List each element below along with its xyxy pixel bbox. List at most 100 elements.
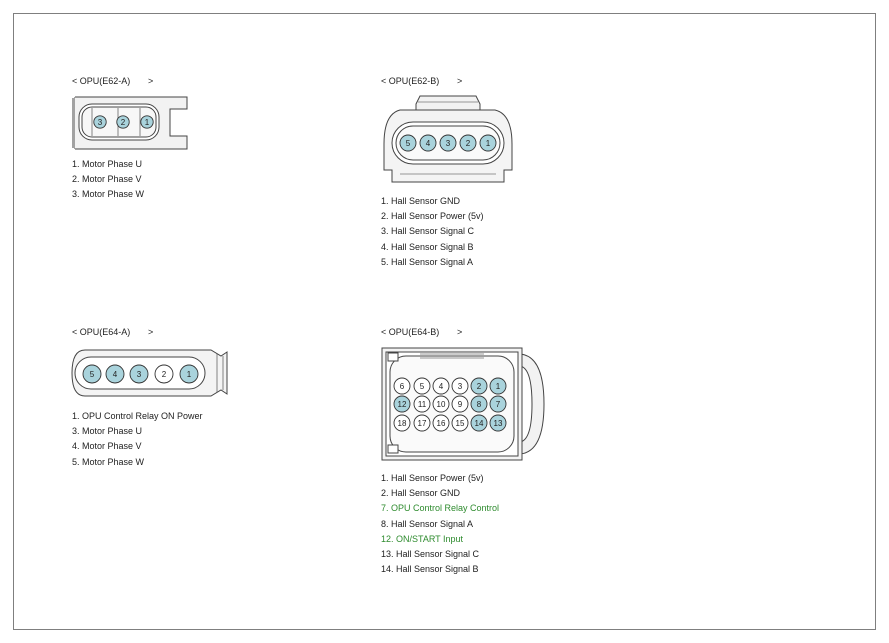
connector-pin xyxy=(439,134,457,152)
pin-number: 17 xyxy=(418,419,427,428)
pin-number: 9 xyxy=(458,400,463,409)
pin-description: 2. Motor Phase V xyxy=(72,174,142,185)
title-arrow: > xyxy=(457,327,463,337)
pin-description: 3. Hall Sensor Signal C xyxy=(381,226,475,237)
pin-description-list-e62a: 1. Motor Phase U 2. Motor Phase V 3. Motor… xyxy=(72,157,144,203)
pin-description: 2. Hall Sensor Power (5v) xyxy=(381,211,484,222)
pin-number: 1 xyxy=(145,118,150,127)
pin-description: 4. Motor Phase V xyxy=(72,441,142,452)
pin-number: 3 xyxy=(446,139,451,148)
connector-title-text: < OPU(E62-B) xyxy=(381,76,440,86)
connector-pin xyxy=(451,395,469,413)
pin-description: 14. Hall Sensor Signal B xyxy=(381,564,479,575)
pin-number: 12 xyxy=(398,400,407,409)
connector-e64a-drawing: 5 4 3 2 1 xyxy=(71,349,228,397)
pin-description: 1. OPU Control Relay ON Power xyxy=(72,411,203,421)
connector-pin xyxy=(489,395,507,413)
pin-number: 13 xyxy=(494,419,503,428)
connector-pin xyxy=(399,134,417,152)
connector-pin xyxy=(393,395,411,413)
connector-title-text: < OPU(E64-A) xyxy=(72,327,131,337)
pin-number: 8 xyxy=(477,400,482,409)
connector-pin xyxy=(413,377,431,395)
pin-number: 3 xyxy=(98,118,103,127)
connector-e64b-drawing: 6 5 4 3 2 1 12 11 10 9 8 7 18 17 16 15 14 13 xyxy=(381,347,545,461)
connector-pin xyxy=(459,134,477,152)
connector-pin xyxy=(129,364,149,384)
connector-pin xyxy=(393,414,411,432)
title-arrow: > xyxy=(148,327,154,337)
pin-number: 4 xyxy=(113,370,118,379)
connector-e62a-drawing: 3 2 1 xyxy=(72,96,188,150)
pin-number: 16 xyxy=(437,419,446,428)
pin-description: 3. Motor Phase W xyxy=(72,189,145,200)
pin-number: 2 xyxy=(121,118,126,127)
pin-number: 7 xyxy=(496,400,501,409)
pin-description: 5. Hall Sensor Signal A xyxy=(381,256,474,267)
pin-number: 5 xyxy=(406,139,411,148)
pin-description: 7. OPU Control Relay Control xyxy=(381,503,500,514)
connector-title-e62b: < OPU(E62-B) > xyxy=(381,76,462,86)
pin-number: 6 xyxy=(400,382,405,391)
pin-description: 5. Motor Phase W xyxy=(72,456,145,467)
connector-pin xyxy=(451,377,469,395)
pin-description: 13. Hall Sensor Signal C xyxy=(381,549,480,560)
diagram-frame xyxy=(13,13,876,630)
pin-number: 3 xyxy=(137,370,142,379)
pin-number: 4 xyxy=(439,382,444,391)
pin-description: 12. ON/START Input xyxy=(381,533,464,544)
pin-number: 14 xyxy=(475,419,484,428)
connector-pin xyxy=(479,134,497,152)
connector-pin xyxy=(489,414,507,432)
pin-description-list-e64a: 1. OPU Control Relay ON Power 3. Motor Ph… xyxy=(72,409,203,470)
pin-number: 18 xyxy=(398,419,407,428)
pin-number: 2 xyxy=(162,370,167,379)
pin-number: 1 xyxy=(496,382,501,391)
connector-pin xyxy=(140,115,154,129)
pin-number: 10 xyxy=(437,400,446,409)
connector-pin xyxy=(489,377,507,395)
connector-pin xyxy=(451,414,469,432)
pin-description-list-e64b: 1. Hall Sensor Power (5v) 2. Hall Sensor … xyxy=(381,471,499,577)
pin-description: 3. Motor Phase U xyxy=(72,426,143,437)
connector-pin xyxy=(432,414,450,432)
connector-pin xyxy=(393,377,411,395)
pin-description: 1. Hall Sensor GND xyxy=(381,196,461,206)
pin-number: 2 xyxy=(466,139,471,148)
connector-pin xyxy=(470,414,488,432)
connector-title-e64a: < OPU(E64-A) > xyxy=(72,327,153,337)
connector-title-text: < OPU(E62-A) xyxy=(72,76,131,86)
connector-pin xyxy=(116,115,130,129)
pin-number: 15 xyxy=(456,419,465,428)
pin-number: 3 xyxy=(458,382,463,391)
pin-description: 4. Hall Sensor Signal B xyxy=(381,241,474,252)
pin-number: 5 xyxy=(90,370,95,379)
connector-title-text: < OPU(E64-B) xyxy=(381,327,440,337)
pin-description: 2. Hall Sensor GND xyxy=(381,488,461,499)
connector-pin xyxy=(413,414,431,432)
pin-number: 2 xyxy=(477,382,482,391)
pin-number: 5 xyxy=(420,382,425,391)
connector-e62b-drawing: 5 4 3 2 1 xyxy=(383,95,513,183)
title-arrow: > xyxy=(148,76,154,86)
connector-pin xyxy=(432,377,450,395)
connector-pin xyxy=(179,364,199,384)
pin-description: 8. Hall Sensor Signal A xyxy=(381,518,474,529)
pin-number: 1 xyxy=(187,370,192,379)
title-arrow: > xyxy=(457,76,463,86)
pin-number: 1 xyxy=(486,139,491,148)
pin-description: 1. Motor Phase U xyxy=(72,159,143,169)
connector-pin xyxy=(413,395,431,413)
connector-pin xyxy=(432,395,450,413)
connector-pin xyxy=(470,377,488,395)
pin-number: 4 xyxy=(426,139,431,148)
pin-number: 11 xyxy=(418,400,427,409)
pin-description: 1. Hall Sensor Power (5v) xyxy=(381,473,484,483)
pin-description-list-e62b: 1. Hall Sensor GND 2. Hall Sensor Power (… xyxy=(381,194,484,270)
connector-pin xyxy=(93,115,107,129)
connector-pin xyxy=(154,364,174,384)
connector-pin xyxy=(419,134,437,152)
connector-title-e62a: < OPU(E62-A) > xyxy=(72,76,153,86)
connector-pin xyxy=(470,395,488,413)
connector-title-e64b: < OPU(E64-B) > xyxy=(381,327,462,337)
